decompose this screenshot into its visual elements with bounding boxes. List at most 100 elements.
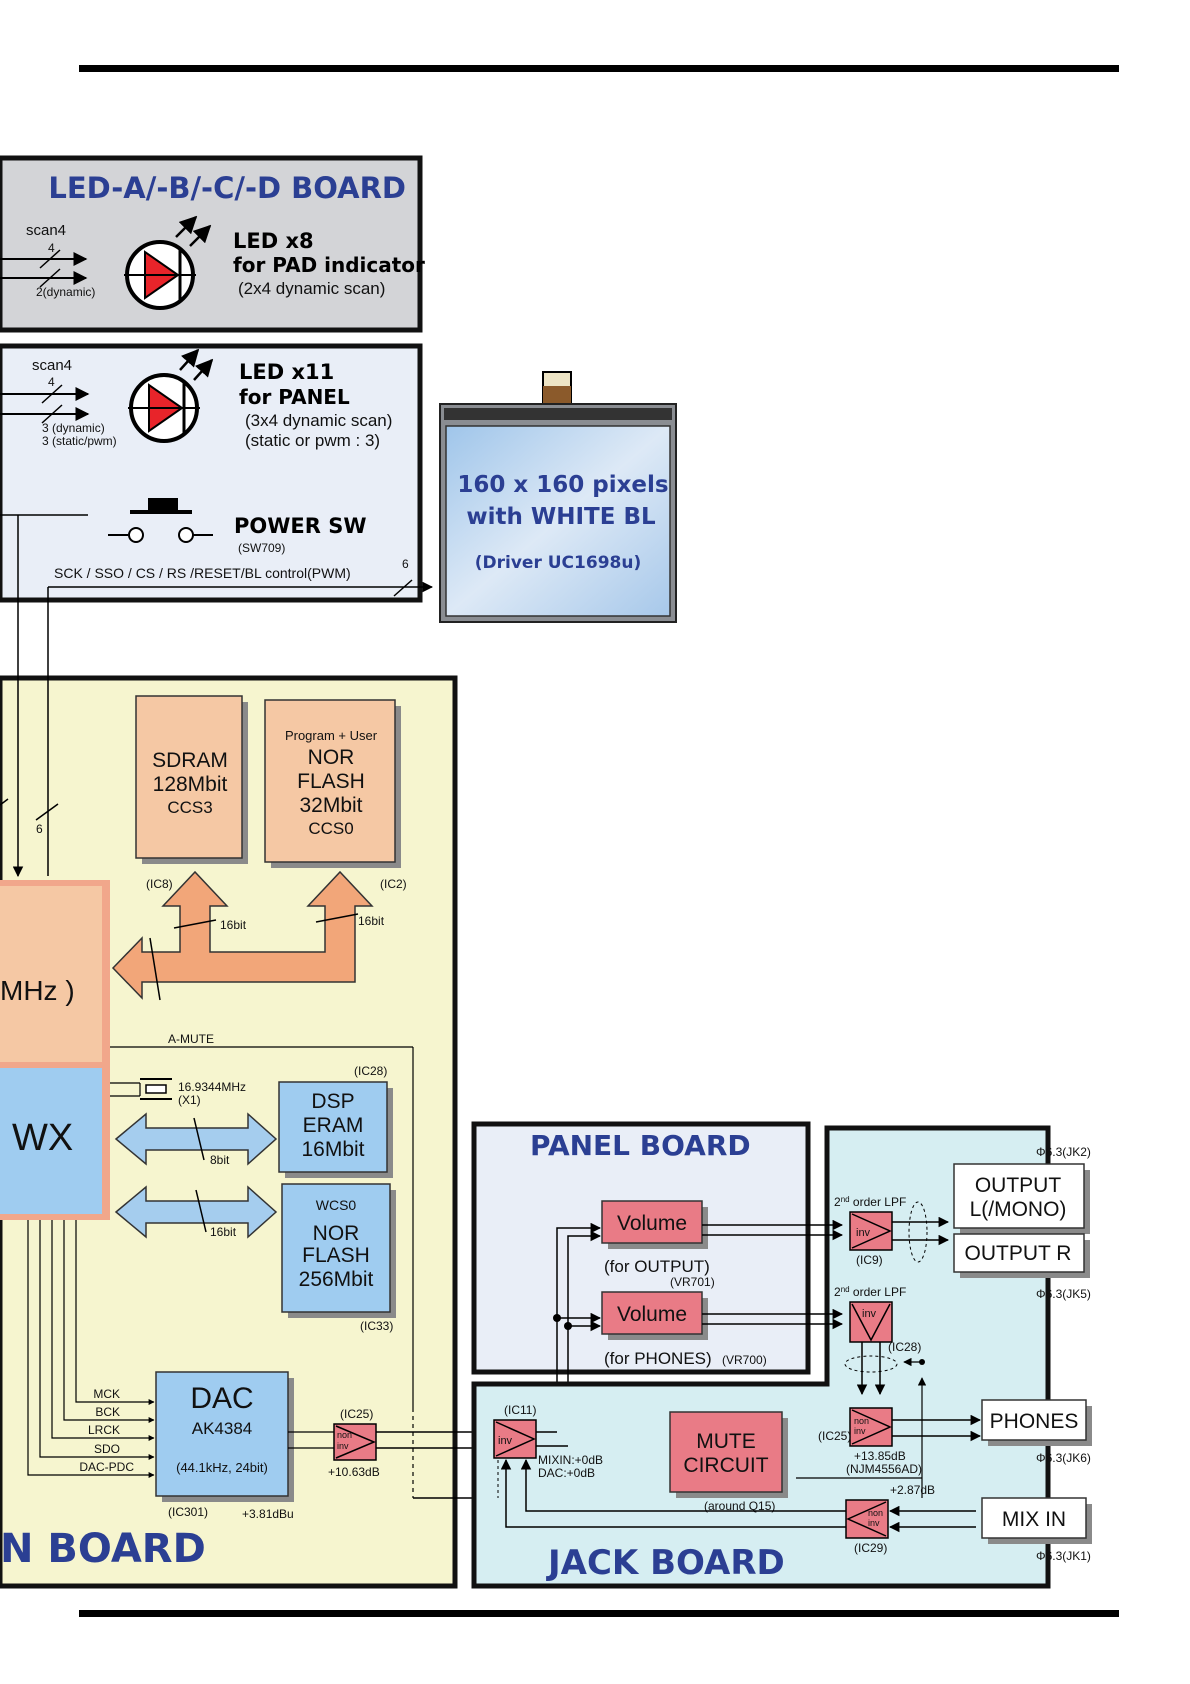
panel-led-area: scan4 4 3 (dynamic) 3 (static/pwm) LED x… (0, 343, 434, 603)
nor-wave-label: WCS0 (316, 1197, 357, 1213)
bottom-rule (79, 1610, 1119, 1617)
signal-label: LRCK (88, 1423, 120, 1437)
mix-gain-label: DAC:+0dB (538, 1466, 595, 1480)
led-panel-label: LED x11 (239, 360, 334, 384)
memory-bus-arrow (111, 870, 374, 1000)
signal-label: BCK (95, 1405, 120, 1419)
opamp-label: non (337, 1430, 352, 1440)
dac-level: +3.81dBu (242, 1507, 294, 1521)
lcd-display: 160 x 160 pixels with WHITE BL (Driver U… (439, 371, 677, 623)
opamp-label: inv (337, 1441, 349, 1451)
bus-width: 16bit (358, 914, 385, 928)
bus-width: 8bit (210, 1153, 230, 1167)
sdram-label: CCS3 (167, 798, 212, 817)
jack-board-title: JACK BOARD (546, 1543, 785, 1583)
amp-gain: +13.85dB (854, 1449, 906, 1463)
main-board: N BOARD 6 MHz ) WX SDRAM 128Mbit CCS3 (I… (0, 515, 670, 1589)
amp-ic: (NJM4556AD) (846, 1462, 922, 1476)
volume-sub: (for OUTPUT) (604, 1257, 710, 1276)
opamp-label: non (854, 1416, 869, 1426)
lpf-label: 2nd order LPF (834, 1285, 906, 1299)
nor-wave-label: FLASH (302, 1244, 370, 1267)
scan-label: scan4 (32, 357, 72, 374)
nor-wave-label: 256Mbit (299, 1268, 374, 1291)
nor-flash-program-block (264, 699, 396, 863)
bus-width: 16bit (220, 918, 247, 932)
nor-prog-label: 32Mbit (299, 794, 362, 817)
led-pad-board-title: LED-A/-B/-C/-D BOARD (48, 171, 406, 205)
bus-width: 16bit (210, 1225, 237, 1239)
cpu-clock-label: MHz ) (0, 975, 75, 1006)
amute-label: A-MUTE (168, 1032, 214, 1046)
ic-ref: (IC301) (168, 1505, 208, 1519)
bus-width: 4 (48, 375, 55, 389)
jack-label: PHONES (990, 1410, 1079, 1433)
jack-ref: Φ6.3(JK6) (1036, 1451, 1091, 1465)
panel-board-title: PANEL BOARD (530, 1129, 751, 1162)
wave-bus-arrow (114, 1185, 278, 1239)
ic-ref: (IC33) (360, 1319, 393, 1333)
ic-ref: (IC29) (854, 1541, 887, 1555)
dsp-label: ERAM (303, 1114, 364, 1137)
bus-width: 4 (48, 241, 55, 255)
bus-width: 6 (402, 557, 409, 571)
bus-width: 6 (36, 822, 43, 836)
crystal-label: 16.9344MHz (178, 1080, 246, 1094)
opamp-icon (845, 1499, 889, 1539)
led-pad-label: LED x8 (233, 229, 314, 253)
opamp-icon (333, 1423, 377, 1461)
dac-signal-lines (27, 1220, 155, 1478)
main-board-title: N BOARD (0, 1526, 206, 1572)
opamp-label: inv (868, 1518, 880, 1528)
ic-ref: (IC25) (340, 1407, 373, 1421)
dsp-label: 16Mbit (301, 1138, 364, 1161)
jack-label: L(/MONO) (970, 1198, 1067, 1221)
nor-prog-label: CCS0 (308, 819, 353, 838)
amp-gain: +2.87dB (890, 1483, 935, 1497)
dac-label: (44.1kHz, 24bit) (176, 1460, 268, 1475)
volume-sub: (for PHONES) (604, 1349, 712, 1368)
lcd-label: 160 x 160 pixels (457, 472, 668, 498)
panel-board: PANEL BOARD Volume (for OUTPUT) (VR701) … (471, 1121, 811, 1448)
ic-ref: (IC11) (504, 1403, 536, 1417)
output-l-jack (953, 1163, 1085, 1229)
opamp-label: non (868, 1508, 883, 1518)
crystal-ref: (X1) (178, 1093, 201, 1107)
nor-prog-label: FLASH (297, 770, 365, 793)
led-panel-label: for PANEL (239, 385, 350, 409)
sdram-label: SDRAM (152, 749, 228, 772)
volume-label: Volume (617, 1303, 687, 1326)
power-sw-ref: (SW709) (238, 541, 285, 555)
amp-gain: +10.63dB (328, 1465, 380, 1479)
sdram-label: 128Mbit (153, 773, 228, 796)
power-sw-label: POWER SW (234, 514, 367, 538)
mute-label: CIRCUIT (683, 1454, 768, 1477)
led-pad-label: for PAD indicator (233, 253, 425, 277)
jack-label: OUTPUT (975, 1174, 1062, 1197)
mix-gain-label: MIXIN:+0dB (538, 1453, 603, 1467)
dac-label: AK4384 (192, 1419, 253, 1438)
signal-label: MCK (93, 1387, 120, 1401)
jack-ref: Φ6.3(JK5) (1036, 1287, 1091, 1301)
led-icon (124, 215, 212, 310)
bus-width: 2(dynamic) (36, 285, 95, 299)
volume-output-block (601, 1200, 703, 1244)
nor-flash-wave-block (281, 1183, 391, 1313)
ic-ref: (IC28) (354, 1064, 387, 1078)
lcd-label: (Driver UC1698u) (475, 553, 641, 573)
ic-ref: (IC9) (856, 1253, 883, 1267)
opamp-label: inv (854, 1426, 866, 1436)
bus-width: 3 (static/pwm) (42, 434, 117, 448)
mute-ref: (around Q15) (704, 1499, 775, 1513)
opamp-label: inv (856, 1227, 871, 1239)
led-icon (128, 348, 214, 443)
ic-ref: (IC28) (888, 1340, 921, 1354)
ic-ref: (IC2) (380, 877, 407, 891)
volume-ref: (VR700) (722, 1353, 767, 1367)
ic-ref: (IC8) (146, 877, 173, 891)
led-panel-label: (3x4 dynamic scan) (245, 411, 392, 430)
led-panel-label: (static or pwm : 3) (245, 431, 380, 450)
power-switch-icon (108, 498, 213, 543)
led-pad-label: (2x4 dynamic scan) (238, 279, 385, 298)
